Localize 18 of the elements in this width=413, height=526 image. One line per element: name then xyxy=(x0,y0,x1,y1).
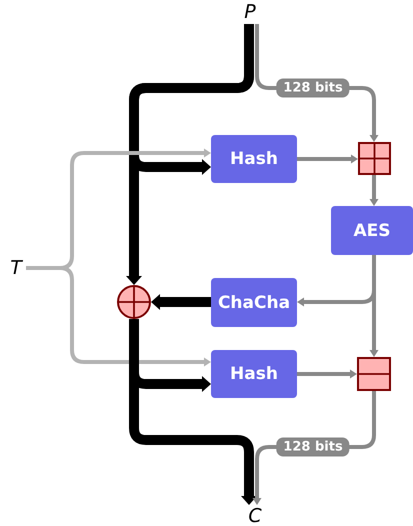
adder-box xyxy=(358,142,391,175)
arrow xyxy=(151,294,211,310)
xor-circle xyxy=(117,285,151,319)
function-block: ChaCha xyxy=(211,278,297,327)
edge-label: 128 bits xyxy=(276,78,350,98)
function-block: Hash xyxy=(211,350,297,398)
variable-label: C xyxy=(245,505,265,526)
subtractor-box xyxy=(357,357,391,391)
arrow xyxy=(370,255,378,357)
edge-label: 128 bits xyxy=(276,438,350,456)
function-block: Hash xyxy=(211,135,297,183)
variable-label: T xyxy=(6,256,26,280)
variable-label: P xyxy=(240,0,260,24)
arrow xyxy=(297,154,358,164)
arrow xyxy=(297,370,357,378)
arrow xyxy=(26,266,211,366)
function-block: AES xyxy=(331,206,413,255)
arrow xyxy=(370,175,378,206)
